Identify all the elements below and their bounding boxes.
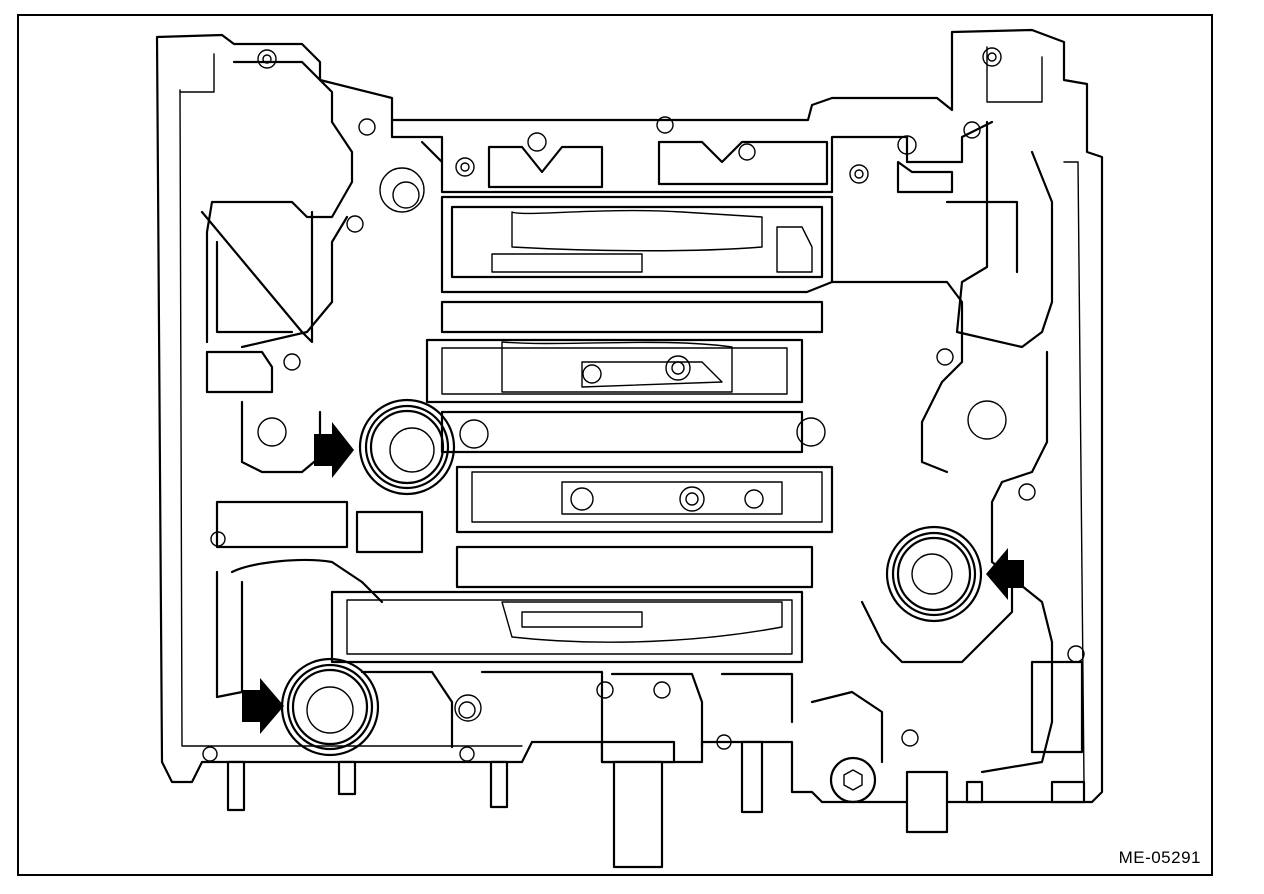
bolt-hole <box>656 116 674 134</box>
bolt-hole <box>849 164 869 184</box>
arrow-icon <box>314 422 354 478</box>
crank-bay <box>330 195 834 664</box>
bolt-hole <box>257 417 287 447</box>
right-web <box>830 120 1084 774</box>
upper-web <box>205 60 994 344</box>
oil-seal-icon <box>280 657 380 757</box>
bolt-hole <box>897 135 917 155</box>
bolt-hole <box>716 734 732 750</box>
bolt-hole <box>358 118 376 136</box>
bolt-hole <box>379 167 425 213</box>
bolt-hole <box>982 47 1002 67</box>
oil-seal-icon <box>885 525 983 623</box>
bolt-hole <box>901 729 919 747</box>
bolt-hole <box>454 694 482 722</box>
bolt-hole <box>936 348 954 366</box>
bolt-hole <box>283 353 301 371</box>
bolt-hole <box>738 143 756 161</box>
left-web <box>200 210 424 699</box>
bolt-hole <box>527 132 547 152</box>
engine-block-drawing <box>155 28 1104 869</box>
bolt-hole <box>653 681 671 699</box>
bolt-hole <box>210 531 226 547</box>
bolt-hole <box>346 215 364 233</box>
bolt-hole <box>459 746 475 762</box>
oil-seal-icon <box>358 398 456 496</box>
bolt-hole <box>455 157 475 177</box>
arrow-icon <box>242 678 284 734</box>
bolt-holes <box>202 47 1085 762</box>
arrow-icon <box>986 548 1024 600</box>
lower-structure <box>226 558 1086 869</box>
bolt-hole <box>796 417 826 447</box>
figure-code: ME-05291 <box>1118 848 1201 867</box>
bolt-hole <box>967 400 1007 440</box>
bolt-hole <box>596 681 614 699</box>
bolt-hole <box>963 121 981 139</box>
bolt-hole <box>459 419 489 449</box>
bolt-hole <box>458 701 476 719</box>
bolt-hole <box>202 746 218 762</box>
bolt-hole <box>257 49 277 69</box>
bolt-hole <box>1018 483 1036 501</box>
bolt-hole <box>1067 645 1085 663</box>
figure-frame: ME-05291 <box>17 14 1213 876</box>
